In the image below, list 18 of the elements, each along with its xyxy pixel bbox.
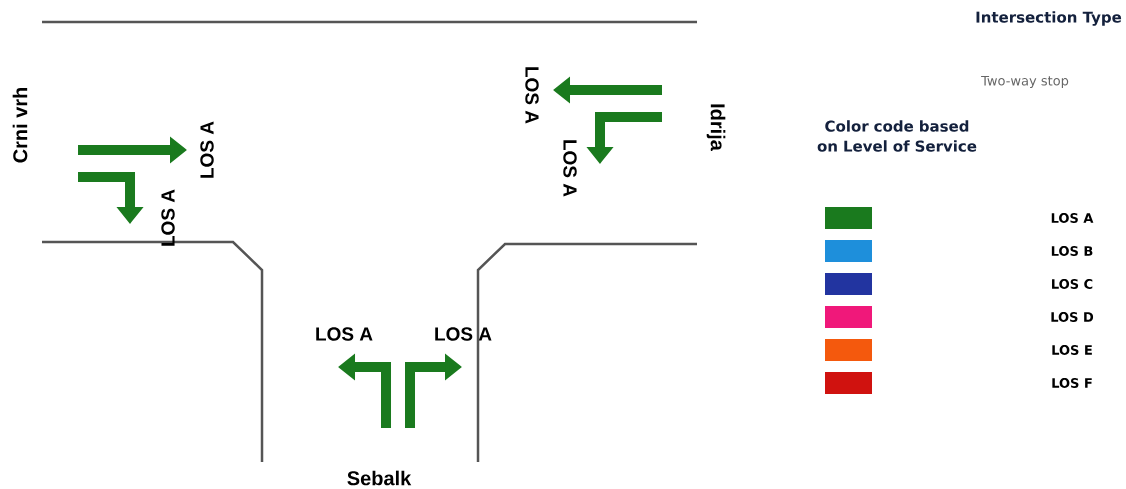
street-name: Idrija <box>706 104 726 151</box>
street-name: Sebalk <box>347 470 412 486</box>
legend-label: LOS A <box>1051 213 1094 223</box>
los-label: LOS A <box>316 327 373 341</box>
los-label: LOS A <box>435 327 492 341</box>
intersection-type-text: Two-way stop <box>981 75 1069 89</box>
los-label: LOS A <box>200 121 214 178</box>
legend-label: LOS B <box>1051 246 1093 256</box>
legend-heading: Color code based on Level of Service <box>817 120 977 152</box>
los-label: LOS A <box>161 189 175 246</box>
legend-label: LOS C <box>1052 279 1093 289</box>
los-label: LOS A <box>563 140 577 197</box>
los-label: LOS A <box>525 67 539 124</box>
heading: Intersection Type <box>976 11 1122 26</box>
legend-label: LOS F <box>1052 378 1092 388</box>
legend-label: LOS E <box>1052 345 1092 355</box>
legend-label: LOS D <box>1051 312 1094 322</box>
street-name: Crni vrh <box>12 87 28 163</box>
